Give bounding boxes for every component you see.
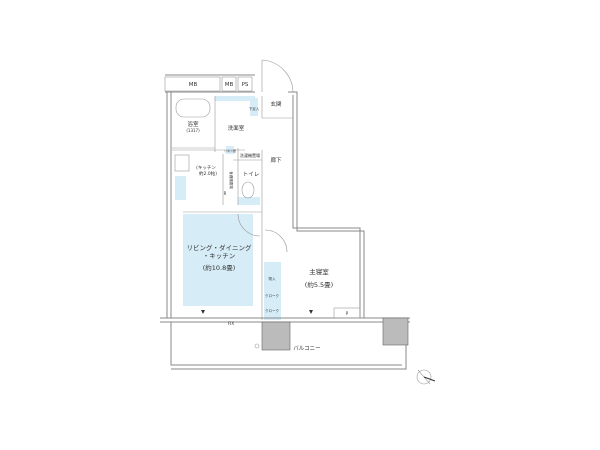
window-marker-ldk: [201, 310, 205, 314]
drain-icon: [254, 343, 260, 349]
column-1: [261, 321, 291, 351]
outer-walls: [165, 74, 365, 318]
label-ldk-1: リビング・ダイニング: [187, 243, 253, 252]
shoe-cabinet: [250, 98, 258, 116]
mb-box-1: [164, 76, 221, 92]
label-ldk-size: (約10.8畳): [203, 263, 236, 272]
label-laundry: 洗濯機置場: [240, 152, 260, 158]
front-door: [261, 59, 294, 93]
bedroom-door: [264, 229, 288, 253]
pipe-space: [333, 307, 361, 319]
label-storage: 物入: [269, 276, 277, 281]
label-entrance: 玄関: [270, 100, 282, 108]
label-bedroom: 主寝室: [309, 267, 329, 276]
label-mb1: MB: [189, 82, 198, 88]
label-mb2: MB: [225, 82, 234, 88]
label-closet-1: クローク: [265, 293, 279, 298]
bathtub: [175, 98, 211, 118]
label-washroom: 洗面室: [228, 124, 245, 132]
label-fix: FIX: [228, 321, 234, 326]
mb-box-2: [221, 76, 237, 92]
ldk-door: [237, 213, 261, 237]
interior-walls: [172, 96, 293, 320]
label-toilet: トイレ: [243, 172, 260, 178]
label-pipe: P: [346, 311, 349, 316]
toilet-bowl: [241, 181, 255, 199]
kitchen-sink: [175, 176, 186, 200]
label-hallway: 廊下: [270, 156, 282, 164]
ps-box: [237, 76, 253, 92]
label-ps: PS: [242, 82, 249, 88]
label-kitchen: (キッチン: [196, 165, 216, 171]
label-kitchen-size: 約2.0帖): [199, 170, 217, 177]
closet-fill: [264, 262, 281, 320]
label-shoe-storage: 下足入: [249, 106, 260, 111]
label-bedroom-size: (約5.5畳): [305, 280, 333, 289]
label-linen: リネン庫: [224, 148, 236, 153]
label-ldk-2: ・キッチン: [203, 252, 236, 260]
ldk-floor: [183, 214, 253, 306]
label-bath-size: (1317): [186, 128, 200, 133]
stove: [174, 154, 190, 172]
label-fridge: R: [224, 191, 227, 196]
label-cupboard: 食器棚置場: [229, 171, 234, 189]
window-marker-bedroom: [309, 310, 313, 314]
label-balcony: バルコニー: [293, 345, 320, 352]
label-bathroom: 浴室: [187, 120, 199, 128]
north-arrow-icon: [416, 369, 436, 385]
vanity: [215, 96, 255, 101]
column-2: [382, 317, 409, 346]
toilet-counter: [238, 197, 260, 205]
label-closet-2: クローク: [265, 308, 279, 313]
